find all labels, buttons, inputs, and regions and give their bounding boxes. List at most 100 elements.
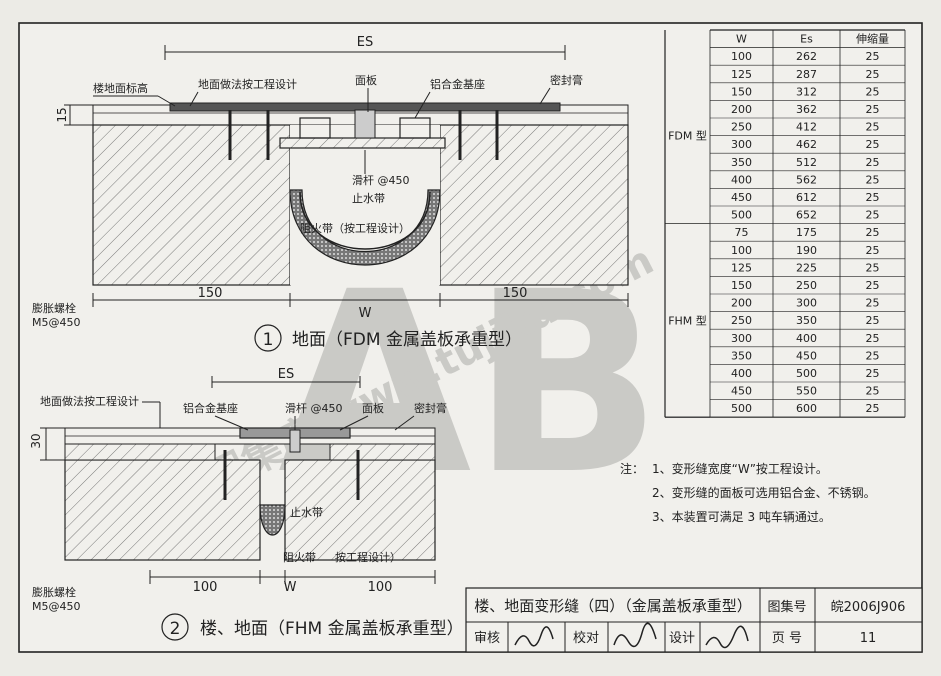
table-cell: 412: [796, 121, 817, 134]
d2-number: 2: [170, 619, 181, 639]
d1-label-floor-finish: 地面做法按工程设计: [198, 77, 297, 91]
d1-cover-panel: [279, 137, 446, 149]
table-cell: 25: [866, 50, 880, 63]
d2-label-floor-finish: 地面做法按工程设计: [40, 394, 139, 408]
table-cell: 225: [796, 261, 817, 274]
d2-label-bolt: 膨胀螺栓: [32, 585, 76, 599]
table-cell: 25: [866, 85, 880, 98]
d2-waterstop: [259, 504, 286, 536]
table-cell: 500: [731, 402, 752, 415]
table-cell: 190: [796, 244, 817, 257]
table-cell: 25: [866, 226, 880, 239]
table-cell: 100: [731, 244, 752, 257]
table-cell: 350: [731, 156, 752, 169]
d2-slab-left: [64, 459, 261, 561]
tb-check-signature: [613, 622, 657, 648]
d2-label-bolt-spec: M5@450: [32, 600, 81, 613]
table-cell: 250: [796, 279, 817, 292]
table-cell: 75: [735, 226, 749, 239]
table-cell: 25: [866, 332, 880, 345]
d2-es-label: ES: [278, 367, 294, 382]
d1-title: 地面（FDM 金属盖板承重型）: [292, 330, 522, 350]
table-cell: 500: [796, 367, 817, 380]
table-cell: 400: [731, 173, 752, 186]
tb-page-label: 页 号: [772, 631, 802, 646]
table-cell: 250: [731, 121, 752, 134]
tb-atlas-no: 皖2006J906: [831, 600, 906, 615]
table-cell: 150: [731, 85, 752, 98]
d1-label-sealant: 密封膏: [550, 73, 583, 87]
table-cell: 25: [866, 244, 880, 257]
table-cell: 100: [731, 50, 752, 63]
d1-slab-left: [92, 124, 291, 286]
table-cell: 25: [866, 191, 880, 204]
tb-atlas-label: 图集号: [767, 599, 806, 615]
table-cell: 25: [866, 297, 880, 310]
table-cell: 512: [796, 156, 817, 169]
table-cell: 550: [796, 385, 817, 398]
tb-review-signature: [514, 626, 554, 647]
d1-label-slide-bar: 滑杆 @450: [352, 173, 410, 187]
table-cell: 25: [866, 173, 880, 186]
d1-dim-w: W: [359, 306, 372, 321]
table-header: 伸缩量: [856, 33, 889, 46]
tb-page-no: 11: [860, 631, 877, 646]
table-cell: 462: [796, 138, 817, 151]
table-header: W: [736, 33, 747, 46]
table-cell: 300: [731, 138, 752, 151]
table-group-label: FDM 型: [668, 129, 707, 143]
table-cell: 200: [731, 297, 752, 310]
table-cell: 500: [731, 209, 752, 222]
drawing-2: ES 30 100 W 100 地面做法按工程设计 铝合金基座: [29, 367, 464, 641]
d1-dim-right: 150: [503, 286, 528, 301]
table-cell: 175: [796, 226, 817, 239]
table-cell: 300: [731, 332, 752, 345]
d1-label-bolt: 膨胀螺栓: [32, 301, 76, 315]
note-1: 1、变形缝宽度“W”按工程设计。: [652, 461, 828, 476]
d1-dim-15: 15: [55, 107, 69, 122]
table-cell: 25: [866, 138, 880, 151]
table-cell: 125: [731, 261, 752, 274]
d1-slide-bar-bolt: [354, 109, 376, 139]
d1-number: 1: [263, 330, 274, 350]
table-header: Es: [800, 33, 813, 46]
table-group-label: FHM 型: [668, 313, 707, 327]
table-cell: 125: [731, 68, 752, 81]
d1-waterstop: [299, 191, 431, 250]
d1-label-panel: 面板: [355, 73, 377, 87]
table-cell: 300: [796, 297, 817, 310]
table-cell: 25: [866, 402, 880, 415]
note-3: 3、本装置可满足 3 吨车辆通过。: [652, 509, 831, 524]
tb-design-signature: [705, 625, 749, 649]
table-cell: 25: [866, 103, 880, 116]
table-cell: 200: [731, 103, 752, 116]
table-cell: 450: [731, 385, 752, 398]
table-cell: 25: [866, 349, 880, 362]
table-cell: 25: [866, 156, 880, 169]
table-cell: 350: [796, 314, 817, 327]
d2-slab-right: [284, 459, 436, 561]
table-cell: 25: [866, 209, 880, 222]
table-cell: 450: [731, 191, 752, 204]
table-cell: 250: [731, 314, 752, 327]
table-cell: 287: [796, 68, 817, 81]
d2-label-panel: 面板: [362, 401, 384, 415]
d1-label-waterstop: 止水带: [352, 192, 385, 205]
d1-slab-right: [439, 124, 629, 286]
note-2: 2、变形缝的面板可选用铝合金、不锈钢。: [652, 485, 876, 500]
d1-dim-left: 150: [198, 286, 223, 301]
table-cell: 350: [731, 349, 752, 362]
tb-check-label: 校对: [573, 630, 599, 646]
d2-title: 楼、地面（FHM 金属盖板承重型）: [200, 619, 464, 639]
table-cell: 25: [866, 314, 880, 327]
d2-label-slide-bar: 滑杆 @450: [285, 401, 343, 415]
d2-dim-left: 100: [193, 580, 218, 595]
table-cell: 25: [866, 68, 880, 81]
title-block: 楼、地面变形缝（四）（金属盖板承重型） 图集号 皖2006J906 审核 校对 …: [465, 587, 923, 653]
notes: 注： 1、变形缝宽度“W”按工程设计。 2、变形缝的面板可选用铝合金、不锈钢。 …: [620, 461, 876, 524]
d2-label-fire-band: 阻火带: [283, 551, 316, 564]
d2-dim-right: 100: [368, 580, 393, 595]
table-cell: 400: [731, 367, 752, 380]
tb-review-label: 审核: [474, 631, 500, 646]
